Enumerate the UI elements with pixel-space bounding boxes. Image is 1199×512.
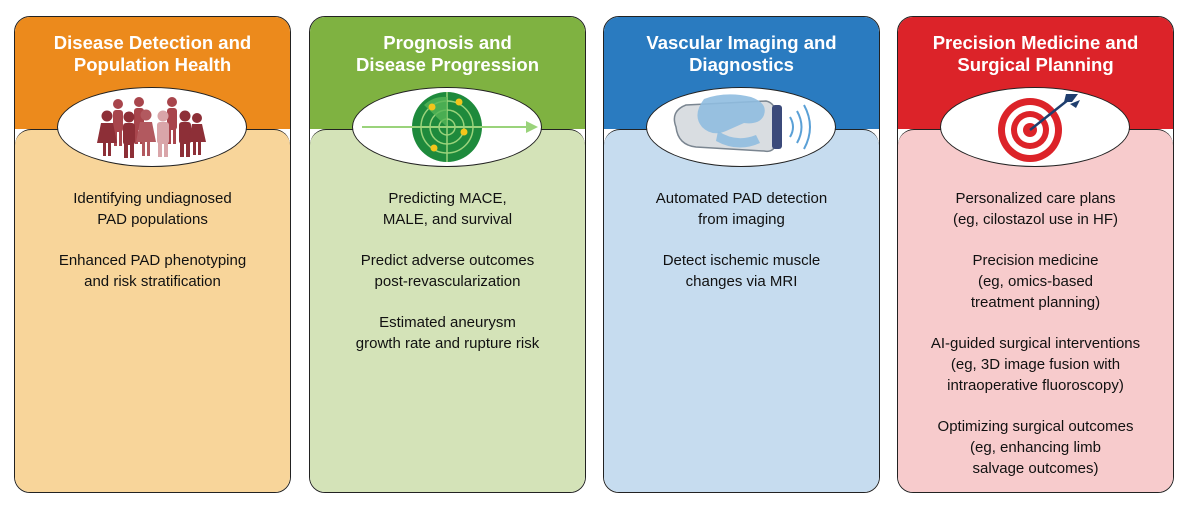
panel-item: Enhanced PAD phenotyping and risk strati…	[58, 252, 247, 290]
panel-item: Precision medicine (eg, omics-based trea…	[970, 252, 1101, 311]
panel-body: Automated PAD detection from imaging Det…	[604, 129, 879, 492]
icon-ellipse	[646, 87, 836, 167]
panel-vascular-imaging: Vascular Imaging and Diagnostics Automat…	[603, 16, 880, 493]
panel-prognosis: Prognosis and Disease Progression Predic…	[309, 16, 586, 493]
panel-precision-medicine: Precision Medicine and Surgical Planning…	[897, 16, 1174, 493]
panel-item: Predict adverse outcomes post-revascular…	[360, 252, 535, 290]
icon-ellipse	[940, 87, 1130, 167]
ultrasound-probe-icon	[673, 94, 811, 153]
panel-title: Prognosis and Disease Progression	[355, 32, 540, 75]
radar-icon	[362, 92, 538, 162]
people-icon	[97, 97, 206, 158]
panel-body: Personalized care plans (eg, cilostazol …	[898, 129, 1173, 492]
target-icon	[998, 94, 1080, 162]
panel-item: Optimizing surgical outcomes (eg, enhanc…	[937, 418, 1134, 477]
icon-ellipse	[57, 87, 247, 167]
panel-item: Automated PAD detection from imaging	[655, 190, 828, 228]
panel-body: Identifying undiagnosed PAD populations …	[15, 129, 290, 492]
panel-item: Personalized care plans (eg, cilostazol …	[952, 190, 1119, 228]
panel-item: Detect ischemic muscle changes via MRI	[662, 252, 821, 290]
panel-title: Disease Detection and Population Health	[53, 32, 252, 75]
panel-disease-detection: Disease Detection and Population Health …	[14, 16, 291, 493]
icon-ellipse	[352, 87, 542, 167]
panel-title: Vascular Imaging and Diagnostics	[646, 32, 837, 75]
panel-item: Estimated aneurysm growth rate and ruptu…	[355, 314, 540, 352]
panel-item: Identifying undiagnosed PAD populations	[73, 190, 232, 228]
panel-item: AI-guided surgical interventions (eg, 3D…	[930, 335, 1141, 394]
panel-body: Predicting MACE, MALE, and survival Pred…	[310, 129, 585, 492]
panel-title: Precision Medicine and Surgical Planning	[932, 32, 1139, 75]
panel-item: Predicting MACE, MALE, and survival	[382, 190, 513, 228]
